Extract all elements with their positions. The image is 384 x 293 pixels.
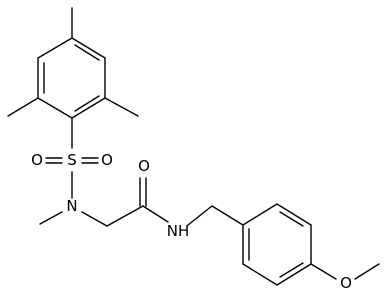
nitrogen-ch2-bond — [81, 211, 108, 227]
aromatic-bond — [74, 95, 100, 112]
atom-label: O — [31, 151, 43, 169]
aromatic-bond — [74, 44, 100, 61]
ether-methyl-bond — [354, 263, 380, 280]
atom-label: O — [101, 151, 113, 169]
atom-oxygen-carbonyl: O — [138, 157, 150, 175]
n-methyl-bond — [39, 211, 63, 225]
atom-nitrogen-sulfonamide: N — [66, 197, 77, 215]
atom-oxygen-ether: O — [340, 274, 352, 292]
methyl-bond-left — [7, 97, 39, 117]
amide-benzyl-bond — [187, 205, 213, 226]
aromatic-bond — [279, 262, 304, 278]
carbonyl-amide-bond — [142, 205, 169, 223]
ch2-carbonyl-bond — [106, 205, 144, 227]
bond — [276, 203, 312, 226]
bond — [71, 37, 106, 59]
methoxyphenyl-ring — [242, 203, 312, 286]
bond — [242, 203, 278, 226]
atom-label: N — [66, 197, 77, 215]
bond — [276, 263, 312, 286]
methyl-bond-right — [104, 97, 139, 117]
bond — [37, 37, 73, 59]
bond — [71, 97, 106, 119]
atom-oxygen-sulfonyl-right: O — [101, 151, 113, 169]
mesityl-ring — [37, 37, 106, 119]
bond — [37, 97, 73, 119]
atom-label: NH — [167, 222, 190, 240]
atom-nitrogen-amide: NH — [167, 222, 190, 240]
bond — [242, 263, 278, 286]
atom-sulfur: S — [67, 151, 77, 169]
atom-oxygen-sulfonyl-left: O — [31, 151, 43, 169]
benzyl-ring-bond — [211, 205, 244, 226]
atom-label: S — [67, 151, 77, 169]
atom-label: O — [340, 274, 352, 292]
ring-ether-bond — [310, 263, 337, 280]
aromatic-bond — [279, 211, 304, 227]
atom-label: O — [138, 157, 150, 175]
